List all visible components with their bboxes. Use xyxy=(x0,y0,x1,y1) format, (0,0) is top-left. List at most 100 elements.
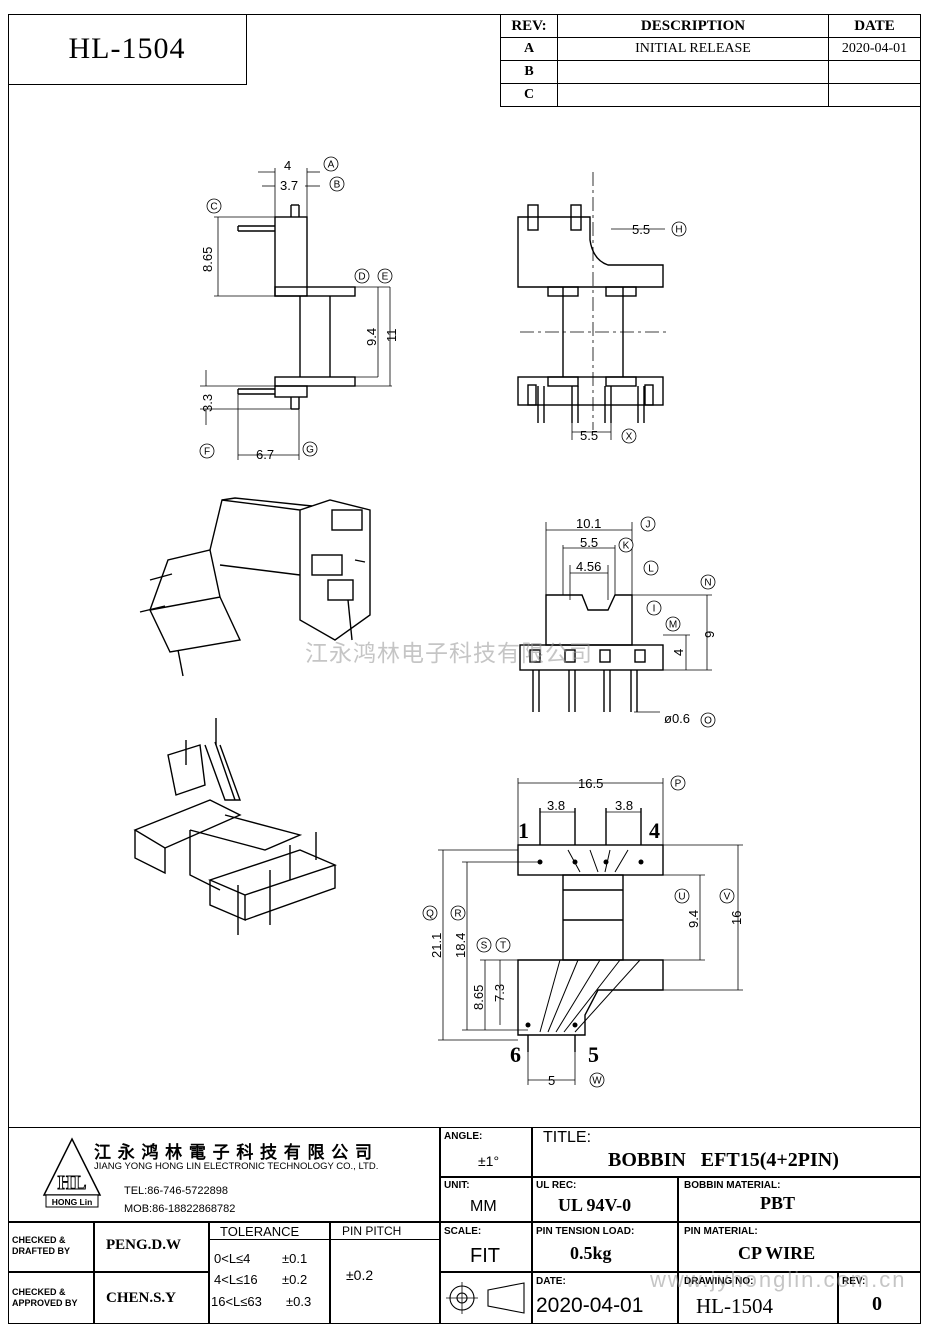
dim-4-56: 4.56 xyxy=(576,559,601,574)
callout-circle xyxy=(476,937,492,953)
callout-letter: D xyxy=(358,272,365,283)
dim-3-7: 3.7 xyxy=(280,178,298,193)
revision-row: A INITIAL RELEASE 2020-04-01 xyxy=(500,37,921,61)
dim-11: 11 xyxy=(384,329,399,343)
side-view xyxy=(237,204,356,410)
drawing-number-label: DRAWING NO: xyxy=(684,1276,754,1287)
revision-letter: C xyxy=(500,83,558,107)
watermark-website: www.jyhonglin.com.cn xyxy=(650,1267,907,1292)
callout-circle xyxy=(671,221,687,237)
bottom-view-dimensions xyxy=(438,778,743,1085)
bottom-view-pin-dots xyxy=(525,859,644,1028)
watermark-company: 江永鸿林电子科技有限公司 xyxy=(305,640,593,666)
engineering-drawing: 4 3.7 8.65 9.4 11 3.3 6.7 5.5 5.5 xyxy=(133,156,744,1088)
callout-letter: E xyxy=(382,272,389,283)
callout-circle xyxy=(422,905,438,921)
tolerance-label: TOLERANCE xyxy=(220,1224,300,1239)
date-header: DATE xyxy=(828,14,921,38)
callout-letter: X xyxy=(626,432,633,443)
angle-cell xyxy=(440,1127,532,1177)
dim-9-4-bottom: 9.4 xyxy=(686,910,701,928)
callout-circle xyxy=(621,428,637,444)
callout-letter: L xyxy=(648,564,654,575)
dim-3-8-left: 3.8 xyxy=(547,798,565,813)
title-cell xyxy=(532,1127,921,1177)
callout-letter: Q xyxy=(426,909,434,920)
callout-circle xyxy=(206,198,222,214)
dim-5-5-bottom: 5.5 xyxy=(580,428,598,443)
bobbin-material-value: PBT xyxy=(760,1193,796,1213)
tolerance-value-1: ±0.1 xyxy=(282,1251,308,1266)
unit-label: UNIT: xyxy=(444,1180,470,1191)
revision-letter: B xyxy=(500,60,558,84)
revision-date: 2020-04-01 xyxy=(828,37,921,61)
callout-circle xyxy=(302,441,318,457)
company-mob: MOB:86-18822868782 xyxy=(124,1203,236,1215)
dim-16: 16 xyxy=(729,911,744,925)
callout-letter: G xyxy=(306,445,314,456)
callout-circle xyxy=(377,268,393,284)
pin-tension-value: 0.5kg xyxy=(570,1243,612,1263)
isometric-view-2 xyxy=(133,718,337,935)
front-view-dimensions xyxy=(571,228,665,440)
dim-4: 4 xyxy=(284,158,291,173)
pin-tension-label: PIN TENSION LOAD: xyxy=(536,1226,635,1237)
callout-circle xyxy=(665,616,681,632)
end-view-dimensions xyxy=(545,522,712,713)
dim-9: 9 xyxy=(702,631,717,638)
checked-drafted-value-cell xyxy=(94,1222,209,1272)
callout-letter: B xyxy=(334,180,341,191)
company-name-en: JIANG YONG HONG LIN ELECTRONIC TECHNOLOG… xyxy=(94,1161,379,1172)
angle-value: ±1° xyxy=(478,1153,500,1169)
callout-letter: T xyxy=(500,941,506,952)
checked-approved-value-cell xyxy=(94,1272,209,1324)
dim-3-8-right: 3.8 xyxy=(615,798,633,813)
logo-subtext: HONG Lin xyxy=(52,1197,93,1207)
dim-8-65-bottom: 8.65 xyxy=(471,985,486,1010)
dim-pin-diameter: ø0.6 xyxy=(664,711,690,726)
callout-circle xyxy=(719,888,735,904)
rev-value: 0 xyxy=(872,1293,882,1315)
description-header: DESCRIPTION xyxy=(557,14,829,38)
date-value: 2020-04-01 xyxy=(536,1294,644,1317)
bobbin-material-label: BOBBIN MATERIAL: xyxy=(684,1180,781,1191)
callout-letter: O xyxy=(704,716,712,727)
isometric-view-1 xyxy=(139,497,371,677)
dim-3-3: 3.3 xyxy=(200,394,215,412)
dim-10-1: 10.1 xyxy=(576,516,601,531)
pin-number-5: 5 xyxy=(588,1042,599,1067)
angle-label: ANGLE: xyxy=(444,1131,483,1142)
company-tel: TEL:86-746-5722898 xyxy=(124,1185,228,1197)
bottom-view xyxy=(517,808,664,1052)
callout-letter: S xyxy=(481,941,488,952)
callout-letter: C xyxy=(210,202,217,213)
checked-drafted-label-cell xyxy=(8,1222,94,1272)
dim-6-7: 6.7 xyxy=(256,447,274,462)
callout-circle xyxy=(354,268,370,284)
checked-approved-label: CHECKED & APPROVED BY xyxy=(12,1287,78,1308)
dim-5-5-top: 5.5 xyxy=(632,222,650,237)
revision-table: REV: DESCRIPTION DATE A INITIAL RELEASE … xyxy=(500,14,921,107)
ul-value: UL 94V-0 xyxy=(558,1195,632,1215)
front-view xyxy=(517,204,664,423)
ul-label: UL REC: xyxy=(536,1180,577,1191)
callout-letter: U xyxy=(678,892,685,903)
third-angle-projection-symbol xyxy=(446,1282,525,1314)
callout-circle xyxy=(450,905,466,921)
callout-letter: P xyxy=(675,779,682,790)
callout-circle xyxy=(643,560,659,576)
callout-circle xyxy=(199,443,215,459)
front-view-centerlines xyxy=(520,172,668,430)
unit-value: MM xyxy=(470,1198,497,1215)
pin-number-4: 4 xyxy=(649,818,660,843)
pin-number-6: 6 xyxy=(510,1042,521,1067)
drawing-number-value: HL-1504 xyxy=(696,1294,773,1318)
callout-circle xyxy=(329,176,345,192)
dim-16-5: 16.5 xyxy=(578,776,603,791)
company-name-cn: 江 永 鸿 林 電 子 科 技 有 限 公 司 xyxy=(94,1143,373,1162)
date-label: DATE: xyxy=(536,1276,566,1287)
callout-circle xyxy=(674,888,690,904)
scale-label: SCALE: xyxy=(444,1226,482,1237)
callout-letter: W xyxy=(592,1076,602,1087)
callout-letter: H xyxy=(675,225,682,236)
